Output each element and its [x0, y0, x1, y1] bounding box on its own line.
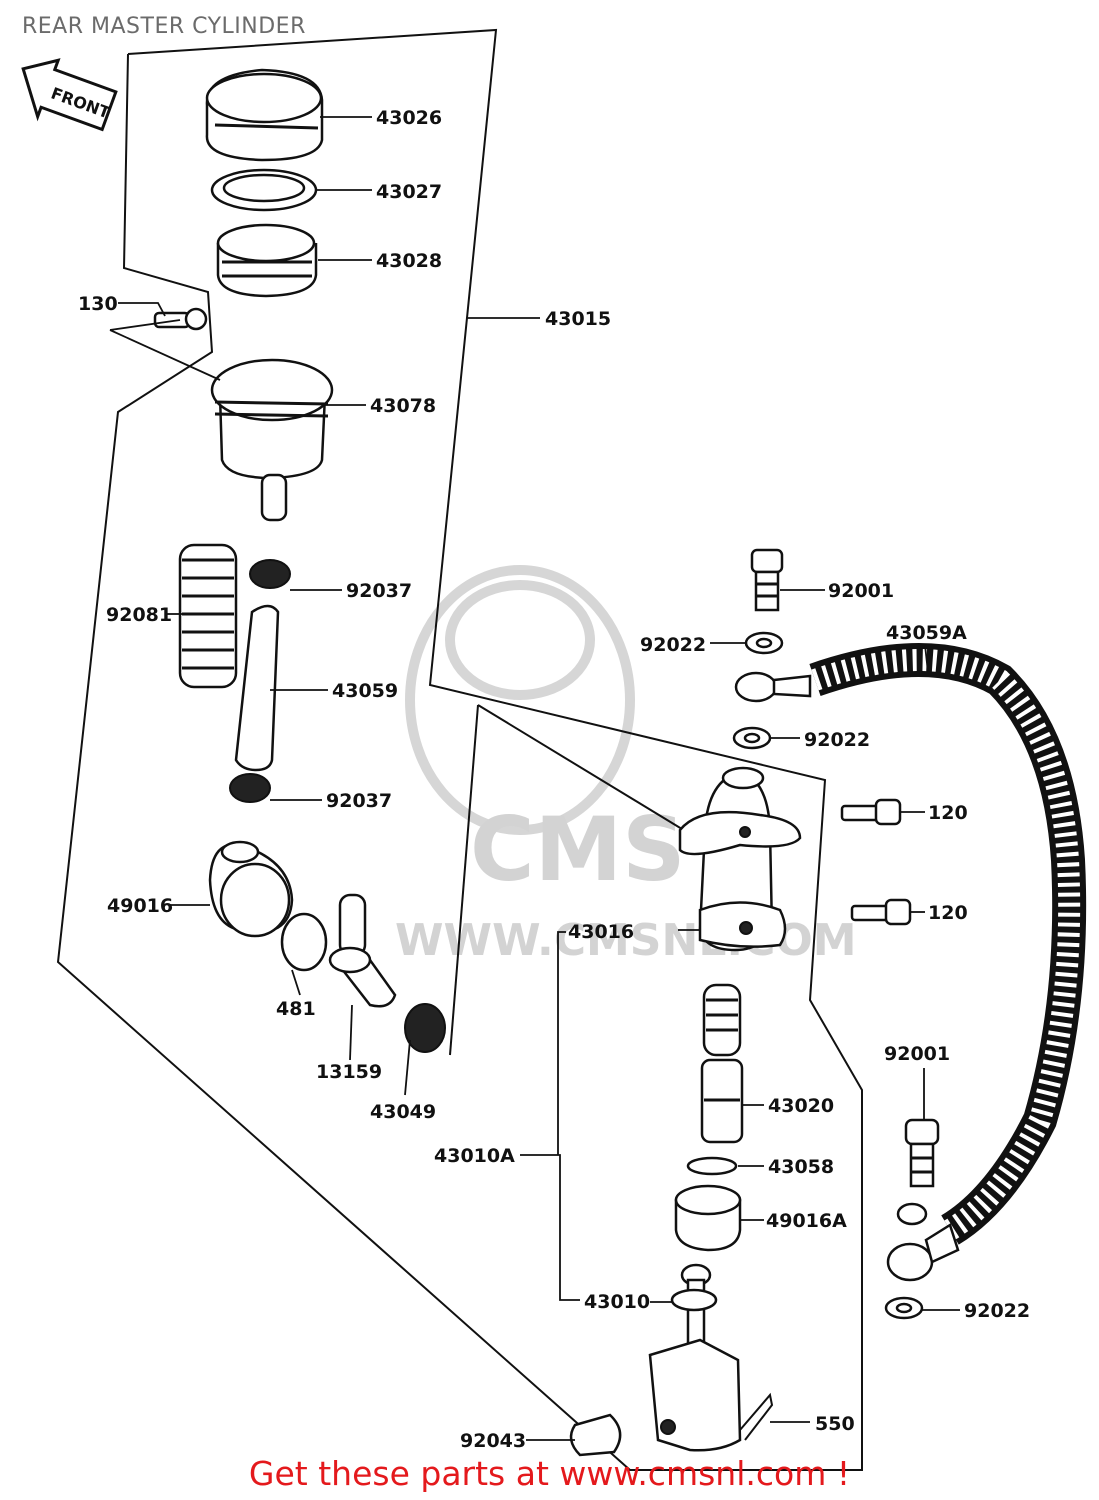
- label-43027: 43027: [376, 181, 442, 203]
- label-43016: 43016: [568, 921, 634, 943]
- callouts: 43026 43027 43028 130 43015 43078 92037 …: [78, 107, 1030, 1452]
- assembly-outline-lower: [449, 704, 479, 1056]
- washer-92022-lower-upper: [896, 1202, 928, 1226]
- label-550: 550: [815, 1413, 855, 1435]
- label-49016A: 49016A: [766, 1210, 847, 1232]
- washer-92022-middle: [732, 726, 772, 750]
- piston-assembly: [700, 983, 744, 1144]
- label-92043: 92043: [460, 1430, 526, 1452]
- clevis-pin: [569, 1413, 622, 1457]
- mounting-bolt-lower: [850, 898, 912, 926]
- boot-49016: [208, 840, 294, 938]
- label-43026: 43026: [376, 107, 442, 129]
- leader-lines: [109, 116, 960, 1441]
- assembly-outline-upper: [56, 28, 863, 1471]
- mounting-bolt-upper: [840, 798, 902, 826]
- watermark-logo: CMS WWW.CMSNL.COM: [395, 565, 857, 966]
- hose-clamp-top: [249, 559, 291, 589]
- clevis: [648, 1338, 742, 1452]
- hose-clamp-bottom: [229, 773, 271, 803]
- label-92037-bottom: 92037: [326, 790, 392, 812]
- watermark-logo-text: CMS: [470, 798, 686, 901]
- label-43059: 43059: [332, 680, 398, 702]
- page-title: REAR MASTER CYLINDER: [22, 14, 306, 39]
- label-43049: 43049: [370, 1101, 436, 1123]
- label-130: 130: [78, 293, 118, 315]
- reservoir-cap: [205, 68, 324, 162]
- label-481: 481: [276, 998, 316, 1020]
- front-arrow: FRONT: [21, 58, 118, 132]
- screw-130: [153, 307, 208, 331]
- reservoir-hose: [234, 604, 280, 772]
- label-43010: 43010: [584, 1291, 650, 1313]
- label-92022-middle: 92022: [804, 729, 870, 751]
- label-92022-top: 92022: [640, 634, 706, 656]
- label-120-lower: 120: [928, 902, 968, 924]
- reservoir-diaphragm: [216, 223, 318, 298]
- circlip-481: [280, 912, 328, 972]
- dust-boot-49016A: [674, 1184, 742, 1252]
- label-13159: 13159: [316, 1061, 382, 1083]
- cotter-pin: [739, 1392, 774, 1441]
- label-120-upper: 120: [928, 802, 968, 824]
- push-rod: [670, 1263, 718, 1350]
- label-49016: 49016: [107, 895, 173, 917]
- footer-link-text[interactable]: Get these parts at www.cmsnl.com !: [248, 1454, 851, 1493]
- reservoir-seal: [210, 168, 318, 212]
- label-43058: 43058: [768, 1156, 834, 1178]
- label-43078: 43078: [370, 395, 436, 417]
- label-92001-lower: 92001: [884, 1043, 950, 1065]
- label-92022-lower: 92022: [964, 1300, 1030, 1322]
- label-92001-top: 92001: [828, 580, 894, 602]
- brake-hose: [734, 643, 1087, 1282]
- master-cylinder-body: [678, 766, 802, 952]
- label-92037-top: 92037: [346, 580, 412, 602]
- label-43015: 43015: [545, 308, 611, 330]
- washer-92022-top: [744, 631, 784, 655]
- label-92081: 92081: [106, 604, 172, 626]
- reservoir-tank: [210, 358, 334, 522]
- label-43059A: 43059A: [886, 622, 967, 644]
- spring-92081: [178, 543, 238, 689]
- label-43010A: 43010A: [434, 1145, 515, 1167]
- circlip-43058: [686, 1156, 738, 1176]
- banjo-bolt-lower: [904, 1118, 940, 1188]
- washer-92022-lower: [884, 1296, 924, 1320]
- label-43020: 43020: [768, 1095, 834, 1117]
- label-43028: 43028: [376, 250, 442, 272]
- banjo-bolt-top: [750, 548, 784, 612]
- o-ring-43049: [404, 1003, 446, 1053]
- hose-fitting-13159: [328, 893, 397, 1008]
